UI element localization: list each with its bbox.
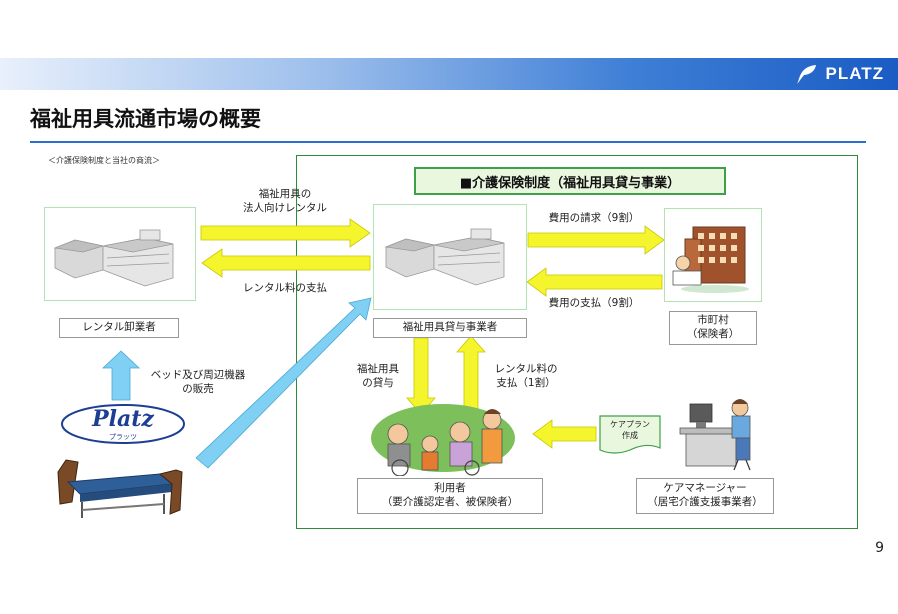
municipality-label: 市町村 （保険者） [669,311,757,345]
flow-label-rental-fee-payment: レンタル料の支払 [243,282,327,294]
users-illustration [371,404,515,476]
flow-label-cost-claim: 費用の請求（9割） [548,212,640,224]
page-title: 福祉用具流通市場の概要 [30,107,261,131]
flow-label-cost-payment: 費用の支払（9割） [548,297,640,309]
flow-label-corporate-rental: 福祉用具の 法人向けレンタル [243,188,327,215]
care-plan-document: ケアプラン 作成 [598,414,662,456]
arrow-corporate-rental [200,218,371,248]
document-icon [599,415,661,454]
insurance-system-banner: ■介護保険制度（福祉用具貸与事業） [414,167,726,195]
care-manager-illustration [679,399,751,471]
arrow-care-plan [532,419,597,449]
flow-label-beds-sale: ベッド及び周辺機器 の販売 [150,369,246,396]
diagram-subtitle: ＜介護保険制度と当社の商流＞ [48,156,160,165]
arrow-cost-claim [527,225,665,255]
arrow-user-fee [456,335,486,415]
rental-business-box [373,204,527,310]
arrow-rental-fee-payment [201,248,371,278]
platz-logo-icon [797,65,817,84]
platz-badge-text: Platz [92,406,154,432]
wholesaler-box [44,207,196,301]
logo-text: PLATZ [825,64,884,83]
title-rule [30,141,866,143]
care-bed-illustration [57,459,183,518]
page-number: 9 [875,540,884,556]
rental-business-label: 福祉用具貸与事業者 [373,318,527,338]
rental-business-illustration [384,228,505,286]
user-label: 利用者 （要介護認定者、被保険者） [357,478,543,514]
care-manager-label: ケアマネージャー （居宅介護支援事業者） [636,478,774,514]
city-hall-illustration [672,226,749,293]
platz-brand-badge: Platz プラッツ [60,403,186,445]
wholesaler-label: レンタル卸業者 [59,318,179,338]
platz-badge-subtext: プラッツ [109,433,137,441]
flow-label-equipment-lending: 福祉用具 の貸与 [357,363,399,390]
arrow-beds-sale [101,350,141,401]
arrow-platz-to-rental [195,297,372,469]
platz-badge-shape [61,404,185,444]
municipality-box [664,208,762,302]
warehouse-illustration [53,229,174,287]
flow-label-user-fee: レンタル料の 支払（1割） [494,363,558,390]
header-bar [0,58,898,90]
care-plan-text: ケアプラン 作成 [610,420,650,440]
platz-logo: PLATZ [795,60,884,88]
arrow-cost-payment [526,267,663,297]
